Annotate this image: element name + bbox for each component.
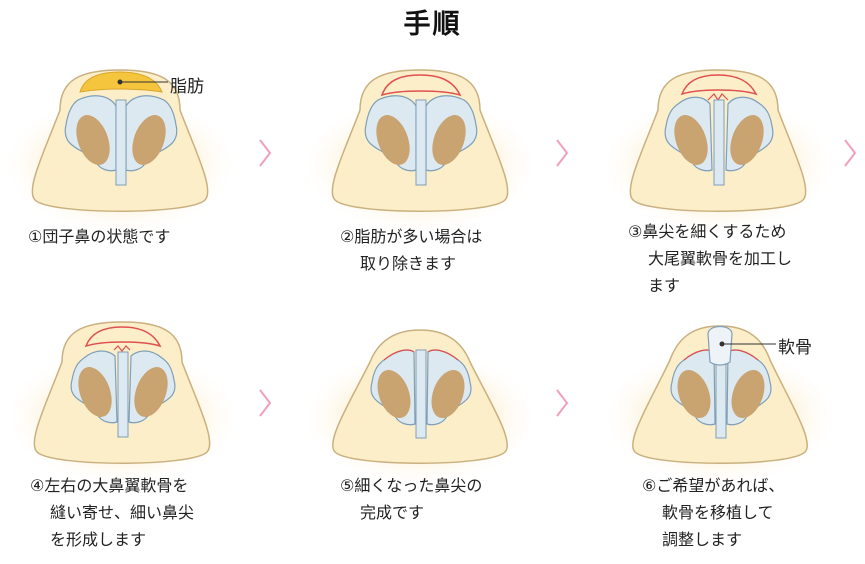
caption-line: ③鼻尖を細くするため (628, 222, 787, 241)
caption-line: 取り除きます (360, 254, 457, 273)
caption-line: ます (648, 276, 681, 295)
caption-line: ④左右の大鼻翼軟骨を (30, 476, 189, 495)
page-title: 手順 (403, 9, 462, 40)
chevron-right-icon (259, 139, 272, 167)
nose-illustration-2 (300, 69, 540, 235)
step-caption-2: ②脂肪が多い場合は 取り除きます (340, 223, 482, 277)
nose-illustration-1 (0, 69, 240, 235)
label-fat: 脂肪 (170, 77, 204, 97)
chevron-right-icon (259, 389, 272, 417)
caption-line: 縫い寄せ、細い鼻尖 (50, 503, 195, 522)
caption-line: 大尾翼軟骨を加工し (648, 249, 793, 268)
nose-illustration-6 (600, 325, 840, 487)
caption-line: ⑥ご希望があれば、 (642, 476, 785, 495)
caption-line: を形成します (50, 530, 147, 549)
step-caption-4: ④左右の大鼻翼軟骨を 縫い寄せ、細い鼻尖 を形成します (30, 472, 194, 553)
nose-illustration-3 (598, 69, 838, 235)
step-caption-3: ③鼻尖を細くするため 大尾翼軟骨を加工し ます (628, 218, 792, 299)
chevron-right-icon (556, 139, 569, 167)
caption-line: 完成です (360, 503, 425, 522)
chevron-right-icon (556, 389, 569, 417)
caption-line: ①団子鼻の状態です (28, 227, 171, 246)
chevron-right-icon (844, 139, 857, 167)
caption-line: ②脂肪が多い場合は (340, 227, 483, 246)
step-caption-6: ⑥ご希望があれば、 軟骨を移植して 調整します (642, 472, 784, 553)
label-cartilage: 軟骨 (778, 338, 812, 358)
caption-line: 軟骨を移植して (662, 503, 774, 522)
caption-line: 調整します (662, 530, 743, 549)
nose-illustration-4 (2, 321, 242, 487)
nose-illustration-5 (300, 329, 540, 487)
step-caption-5: ⑤細くなった鼻尖の 完成です (340, 472, 482, 526)
step-caption-1: ①団子鼻の状態です (28, 223, 170, 250)
caption-line: ⑤細くなった鼻尖の (340, 476, 483, 495)
